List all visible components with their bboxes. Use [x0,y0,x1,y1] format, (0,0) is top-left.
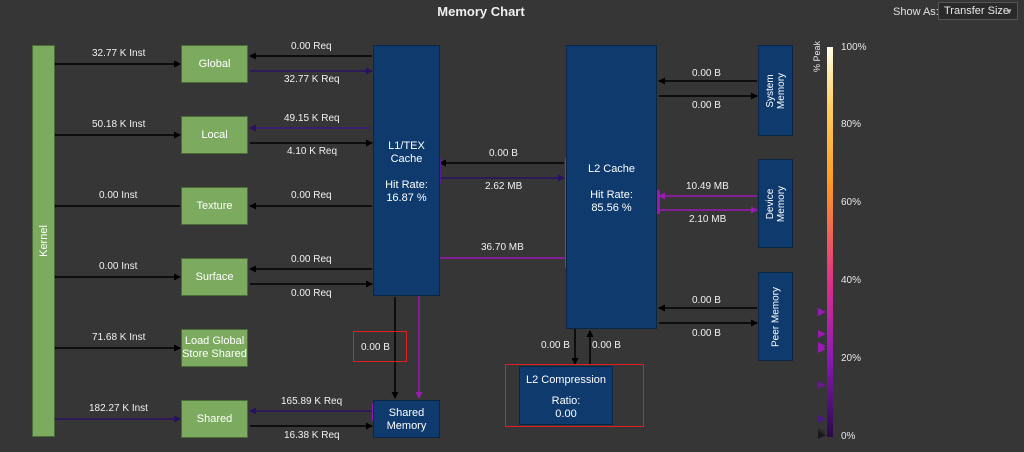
local-top-label: 49.15 K Req [284,113,340,124]
show-as-dropdown[interactable]: Transfer Size ▼ [938,2,1018,20]
surface-bottom-label: 0.00 Req [291,288,332,299]
system-top-label: 0.00 B [692,68,721,79]
texture-inst-label: 0.00 Inst [99,190,138,201]
surface-unit[interactable]: Surface [181,258,248,296]
global-label: Global [198,57,231,70]
l2-compression-out-label: 0.00 B [592,340,621,351]
device-bottom-label: 2.10 MB [689,214,727,225]
texture-label: Texture [196,199,233,212]
l2-hit-value: 85.56 % [591,202,632,214]
colorbar-tick-100: 100% [841,42,867,53]
global-bottom-label: 32.77 K Req [284,74,340,85]
global-unit[interactable]: Global [181,45,248,83]
l1-tex-cache[interactable]: L1/TEX Cache Hit Rate: 16.87 % [373,45,440,296]
shared-top-label: 165.89 K Req [281,396,343,407]
page-title: Memory Chart [437,4,525,19]
local-bottom-label: 4.10 K Req [287,146,338,157]
system-memory[interactable]: System Memory [758,45,793,136]
surface-top-label: 0.00 Req [291,254,332,265]
colorbar-tick-80: 80% [841,119,862,130]
shared-label: Shared [196,412,233,425]
l1-hit-value: 16.87 % [386,192,427,204]
global-top-label: 0.00 Req [291,41,332,52]
chevron-down-icon: ▼ [1005,7,1013,16]
peer-memory[interactable]: Peer Memory [758,272,793,361]
kernel-box[interactable]: Kernel [32,45,55,437]
global-inst-label: 32.77 K Inst [92,48,146,59]
ldgsts-unit[interactable]: Load Global Store Shared [181,329,248,367]
l2-hit-label: Hit Rate: [590,189,633,201]
surface-inst-label: 0.00 Inst [99,261,138,272]
device-memory[interactable]: Device Memory [758,159,793,248]
shared-inst-label: 182.27 K Inst [89,403,148,414]
l1-shared-highlight [353,331,407,362]
device-top-label: 10.49 MB [686,181,729,192]
show-as-value: Transfer Size [944,5,1010,17]
peer-top-label: 0.00 B [692,295,721,306]
colorbar-tick-0: 0% [841,431,856,442]
colorbar [827,47,833,437]
shared-memory[interactable]: Shared Memory [373,400,440,438]
l2-compression-ratio-label: Ratio: [551,395,581,407]
local-label: Local [201,128,228,141]
l2-cache[interactable]: L2 Cache Hit Rate: 85.56 % [566,45,657,329]
shared-bottom-label: 16.38 K Req [284,430,340,441]
texture-top-label: 0.00 Req [291,190,332,201]
l1-title-line1: L1/TEX [388,140,425,152]
l1-title-line2: Cache [390,153,423,165]
surface-label: Surface [195,270,234,283]
l2-compression-title: L2 Compression [525,374,607,386]
l2-compression[interactable]: L2 Compression Ratio: 0.00 [519,366,613,425]
ldgsts-label-line1: Load Global [184,335,245,347]
l2-compression-in-label: 0.00 B [541,340,570,351]
local-inst-label: 50.18 K Inst [92,119,146,130]
system-bottom-label: 0.00 B [692,100,721,111]
local-unit[interactable]: Local [181,116,248,154]
peer-bottom-label: 0.00 B [692,328,721,339]
shared-memory-line2: Memory [386,420,427,432]
l1-shared-transfer-label: 0.00 B [361,342,390,353]
ldgsts-label-line2: Store Shared [182,348,247,360]
l2-compression-highlight [505,364,644,427]
l2-compression-ratio-value: 0.00 [555,408,577,420]
colorbar-tick-60: 60% [841,197,862,208]
l1-l2-top-label: 0.00 B [489,148,518,159]
colorbar-tick-20: 20% [841,353,862,364]
shared-unit[interactable]: Shared [181,400,248,438]
ldgsts-inst-label: 71.68 K Inst [92,332,146,343]
l1-hit-label: Hit Rate: [385,179,428,191]
show-as-label: Show As: [893,6,939,18]
shared-memory-line1: Shared [388,407,425,419]
colorbar-tick-40: 40% [841,275,862,286]
l1-l2-bottom-label: 2.62 MB [485,181,523,192]
texture-unit[interactable]: Texture [181,187,248,225]
l2-title: L2 Cache [587,163,636,175]
l2-shared-path-label: 36.70 MB [481,242,524,253]
